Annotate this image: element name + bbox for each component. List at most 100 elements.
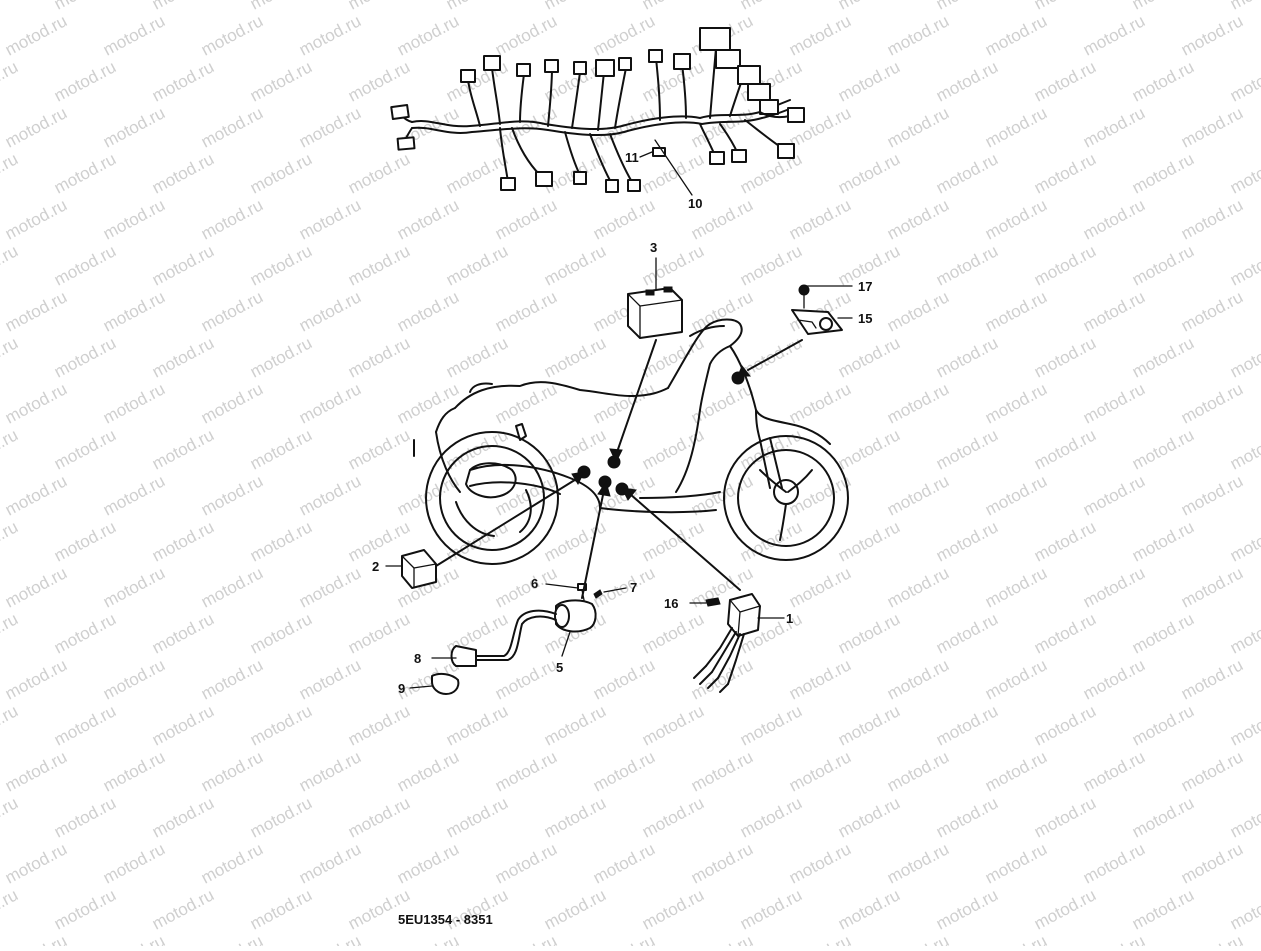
scooter-body bbox=[413, 318, 849, 565]
watermark-text: motod.ru bbox=[1031, 425, 1099, 473]
callout-2: 2 bbox=[372, 559, 379, 574]
watermark-text: motod.ru bbox=[394, 287, 462, 335]
watermark-text: motod.ru bbox=[1227, 0, 1261, 14]
watermark-text: motod.ru bbox=[1178, 747, 1246, 795]
watermark-text: motod.ru bbox=[149, 241, 217, 289]
watermark-text: motod.ru bbox=[1129, 57, 1197, 105]
watermark-text: motod.ru bbox=[0, 333, 21, 381]
watermark-text: motod.ru bbox=[2, 471, 70, 519]
watermark-text: motod.ru bbox=[835, 333, 903, 381]
watermark-text: motod.ru bbox=[443, 241, 511, 289]
callout-5: 5 bbox=[556, 660, 563, 675]
watermark-text: motod.ru bbox=[786, 839, 854, 887]
watermark-text: motod.ru bbox=[198, 379, 266, 427]
watermark-text: motod.ru bbox=[737, 241, 805, 289]
watermark-text: motod.ru bbox=[1031, 57, 1099, 105]
callout-1: 1 bbox=[786, 611, 793, 626]
watermark-text: motod.ru bbox=[541, 701, 609, 749]
watermark-text: motod.ru bbox=[100, 103, 168, 151]
watermark-text: motod.ru bbox=[296, 195, 364, 243]
watermark-text: motod.ru bbox=[982, 379, 1050, 427]
watermark-text: motod.ru bbox=[639, 149, 707, 197]
watermark-text: motod.ru bbox=[1031, 149, 1099, 197]
callout-labels: 1 2 3 5 6 7 8 9 10 11 15 16 17 bbox=[372, 150, 872, 696]
watermark-text: motod.ru bbox=[149, 885, 217, 933]
watermark-text: motod.ru bbox=[933, 425, 1001, 473]
watermark-text: motod.ru bbox=[982, 747, 1050, 795]
relay-unit bbox=[401, 471, 585, 589]
watermark-text: motod.ru bbox=[639, 517, 707, 565]
watermark-text: motod.ru bbox=[835, 609, 903, 657]
watermark-text: motod.ru bbox=[541, 333, 609, 381]
watermark-text: motod.ru bbox=[982, 471, 1050, 519]
watermark-text: motod.ru bbox=[100, 287, 168, 335]
watermark-text: motod.ru bbox=[982, 11, 1050, 59]
callout-6: 6 bbox=[531, 576, 538, 591]
watermark-text: motod.ru bbox=[1080, 563, 1148, 611]
watermark-text: motod.ru bbox=[1080, 655, 1148, 703]
watermark-text: motod.ru bbox=[0, 0, 21, 14]
watermark-text: motod.ru bbox=[1031, 885, 1099, 933]
watermark-text: motod.ru bbox=[1129, 609, 1197, 657]
watermark-text: motod.ru bbox=[1178, 379, 1246, 427]
watermark-text: motod.ru bbox=[933, 57, 1001, 105]
watermark-text: motod.ru bbox=[2, 747, 70, 795]
watermark-text: motod.ru bbox=[835, 57, 903, 105]
watermark-text: motod.ru bbox=[590, 655, 658, 703]
watermark-text: motod.ru bbox=[1080, 931, 1148, 946]
watermark-text: motod.ru bbox=[51, 517, 119, 565]
watermark-text: motod.ru bbox=[247, 701, 315, 749]
watermark-text: motod.ru bbox=[0, 425, 21, 473]
watermark-text: motod.ru bbox=[933, 701, 1001, 749]
watermark-text: motod.ru bbox=[247, 333, 315, 381]
watermark-text: motod.ru bbox=[443, 333, 511, 381]
watermark-text: motod.ru bbox=[296, 655, 364, 703]
watermark-text: motod.ru bbox=[590, 195, 658, 243]
callout-16: 16 bbox=[664, 596, 678, 611]
watermark-text: motod.ru bbox=[394, 11, 462, 59]
watermark-text: motod.ru bbox=[100, 11, 168, 59]
watermark-text: motod.ru bbox=[492, 563, 560, 611]
watermark-text: motod.ru bbox=[296, 287, 364, 335]
watermark-text: motod.ru bbox=[786, 563, 854, 611]
watermark-text: motod.ru bbox=[149, 57, 217, 105]
watermark-text: motod.ru bbox=[1227, 885, 1261, 933]
watermark-text: motod.ru bbox=[1080, 839, 1148, 887]
watermark-text: motod.ru bbox=[1178, 103, 1246, 151]
watermark-text: motod.ru bbox=[394, 839, 462, 887]
watermark-text: motod.ru bbox=[296, 931, 364, 946]
watermark-text: motod.ru bbox=[394, 747, 462, 795]
watermark-text: motod.ru bbox=[1227, 241, 1261, 289]
watermark-text: motod.ru bbox=[149, 609, 217, 657]
callout-9: 9 bbox=[398, 681, 405, 696]
watermark-text: motod.ru bbox=[1080, 379, 1148, 427]
watermark-text: motod.ru bbox=[1031, 701, 1099, 749]
wire-harness bbox=[390, 27, 805, 196]
watermark-text: motod.ru bbox=[345, 701, 413, 749]
watermark-text: motod.ru bbox=[884, 471, 952, 519]
watermark-text: motod.ru bbox=[884, 11, 952, 59]
watermark-text: motod.ru bbox=[1129, 885, 1197, 933]
watermark-text: motod.ru bbox=[1129, 241, 1197, 289]
watermark-text: motod.ru bbox=[688, 931, 756, 946]
watermark-text: motod.ru bbox=[1031, 517, 1099, 565]
watermark-text: motod.ru bbox=[296, 103, 364, 151]
callout-10: 10 bbox=[688, 196, 702, 211]
watermark-text: motod.ru bbox=[541, 425, 609, 473]
watermark-text: motod.ru bbox=[688, 839, 756, 887]
watermark-text: motod.ru bbox=[541, 885, 609, 933]
callout-11: 11 bbox=[625, 150, 639, 165]
watermark-text: motod.ru bbox=[1031, 241, 1099, 289]
watermark-text: motod.ru bbox=[247, 793, 315, 841]
watermark-text: motod.ru bbox=[247, 517, 315, 565]
watermark-text: motod.ru bbox=[786, 655, 854, 703]
watermark-text: motod.ru bbox=[1178, 655, 1246, 703]
watermark-text: motod.ru bbox=[492, 655, 560, 703]
watermark-text: motod.ru bbox=[51, 701, 119, 749]
watermark-text: motod.ru bbox=[835, 425, 903, 473]
watermark-text: motod.ru bbox=[1080, 103, 1148, 151]
watermark-text: motod.ru bbox=[51, 609, 119, 657]
watermark-text: motod.ru bbox=[51, 333, 119, 381]
watermark-text: motod.ru bbox=[982, 839, 1050, 887]
